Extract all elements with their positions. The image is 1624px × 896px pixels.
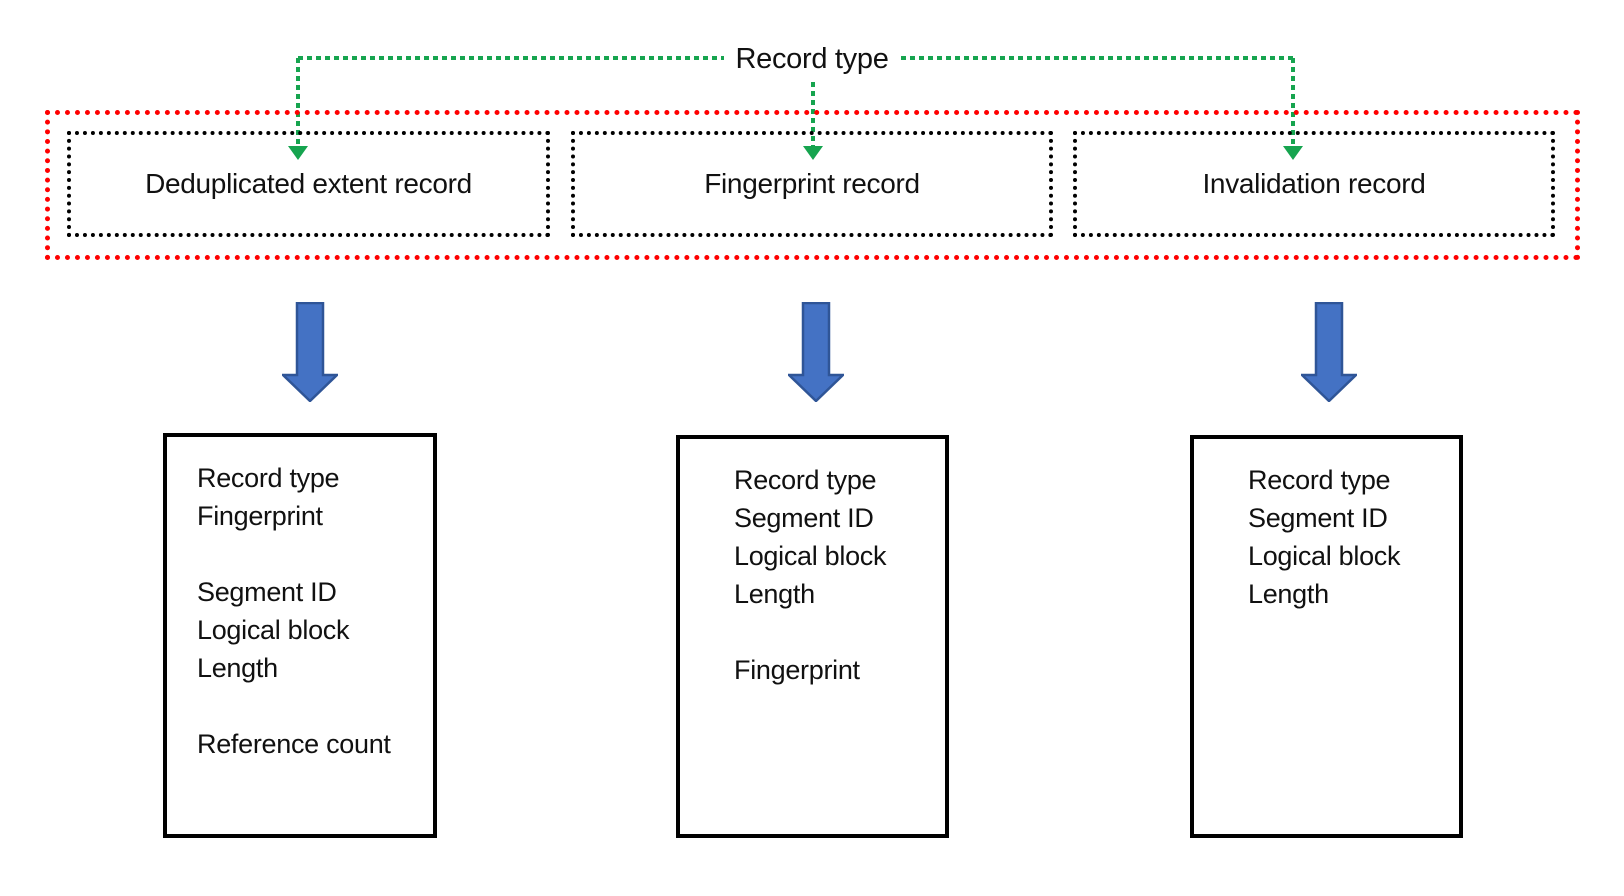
record-box-label: Invalidation record — [1202, 168, 1426, 199]
field-label: Record type — [197, 463, 340, 493]
down-arrow-icon — [282, 302, 338, 402]
record-type-connector-drop-right — [1291, 58, 1295, 146]
field-spacer — [734, 613, 945, 651]
down-arrow-icon — [788, 302, 844, 402]
record-box-fingerprint: Fingerprint record — [571, 131, 1053, 237]
green-arrowhead-icon — [288, 146, 308, 160]
field-label: Record type — [1248, 465, 1391, 495]
fields-box-fingerprint: Record type Segment ID Logical block Len… — [676, 435, 949, 838]
record-box-invalidation: Invalidation record — [1073, 131, 1555, 237]
record-type-connector-line-right — [901, 56, 1294, 60]
record-box-label: Fingerprint record — [704, 168, 920, 199]
field-spacer — [197, 535, 433, 573]
fields-box-deduplicated-extent: Record type Fingerprint Segment ID Logic… — [163, 433, 437, 838]
down-arrow-shape — [788, 302, 844, 402]
record-box-deduplicated-extent: Deduplicated extent record — [67, 131, 550, 237]
down-arrow-icon — [1301, 302, 1357, 402]
field-label: Record type — [734, 465, 877, 495]
field-label: Reference count — [197, 729, 391, 759]
field-label: Length — [1248, 579, 1329, 609]
field-label: Segment ID — [734, 503, 874, 533]
record-box-label: Deduplicated extent record — [145, 168, 472, 199]
record-type-connector-drop-left — [296, 58, 300, 146]
field-label: Length — [734, 579, 815, 609]
field-label: Segment ID — [197, 577, 337, 607]
green-arrowhead-icon — [803, 146, 823, 160]
field-label: Segment ID — [1248, 503, 1388, 533]
down-arrow-shape — [1301, 302, 1357, 402]
field-spacer — [197, 687, 433, 725]
green-arrowhead-icon — [1283, 146, 1303, 160]
record-type-annotation-label: Record type — [735, 43, 889, 75]
field-label: Logical block — [197, 615, 350, 645]
fields-box-invalidation: Record type Segment ID Logical block Len… — [1190, 435, 1463, 838]
field-label: Logical block — [1248, 541, 1401, 571]
record-types-group-outline — [45, 110, 1580, 260]
field-label: Fingerprint — [734, 655, 860, 685]
field-label: Length — [197, 653, 278, 683]
record-type-connector-line-left — [298, 56, 724, 60]
field-label: Logical block — [734, 541, 887, 571]
field-label: Fingerprint — [197, 501, 323, 531]
down-arrow-shape — [282, 302, 338, 402]
